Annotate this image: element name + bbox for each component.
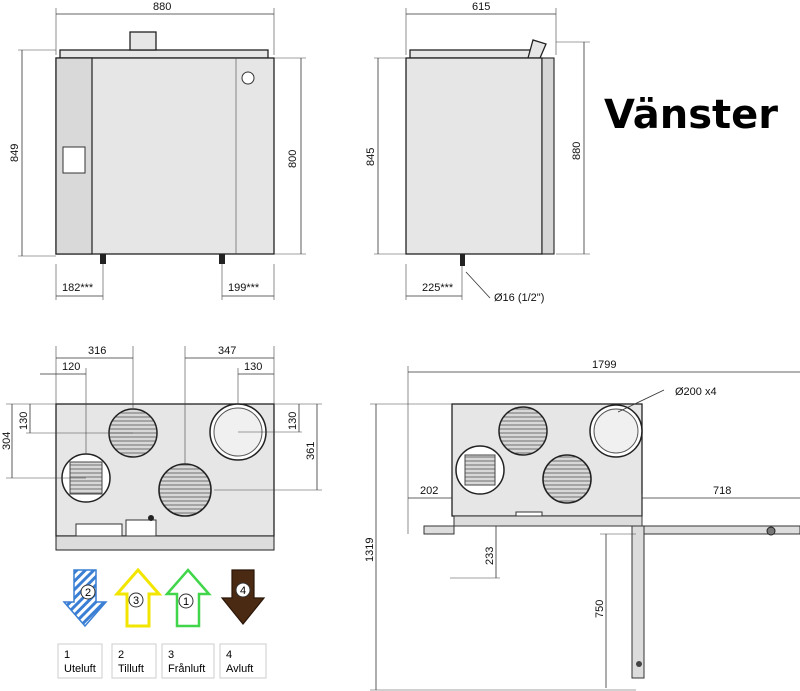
install-left-clearance-label: 202 — [420, 485, 438, 497]
front-left-offset-label: 182*** — [62, 282, 94, 294]
top-view: 316 120 347 130 304 130 361 130 — [1, 345, 322, 551]
front-height-body-label: 800 — [287, 150, 299, 168]
legend-circle-2: 3 — [133, 595, 139, 607]
legend-num-3: 3 — [168, 649, 174, 661]
side-height-total-label: 880 — [571, 142, 583, 160]
title: Vänster — [604, 92, 778, 138]
legend-num-2: 2 — [118, 649, 124, 661]
side-view: 615 845 880 225*** Ø16 (1/2") — [365, 1, 590, 304]
side-offset-label: 225*** — [422, 282, 454, 294]
legend-arrow-avluft: 4 — [220, 569, 266, 625]
front-view: 880 849 800 182*** 199*** — [9, 1, 306, 300]
install-leg-height-label: 750 — [594, 600, 606, 618]
top-offset-left-label: 130 — [18, 412, 30, 430]
legend-arrow-franluft: 1 — [164, 568, 212, 628]
top-left-spacing-label: 316 — [88, 345, 106, 357]
top-right-spacing-label: 347 — [218, 345, 236, 357]
legend-arrow-tilluft: 3 — [113, 567, 163, 628]
install-leg-gap-label: 233 — [484, 547, 496, 565]
top-offset-right-label: 130 — [287, 412, 299, 430]
front-height-total-label: 849 — [9, 144, 21, 162]
front-right-offset-label: 199*** — [228, 282, 260, 294]
legend-arrow-uteluft: 2 — [62, 569, 108, 628]
install-ducts-label: Ø200 x4 — [675, 386, 717, 398]
install-right-clearance-label: 718 — [713, 485, 731, 497]
top-height-right-label: 361 — [305, 442, 317, 460]
legend-circle-4: 4 — [240, 585, 246, 597]
front-width-label: 880 — [153, 1, 171, 13]
legend-label-4: Avluft — [226, 663, 253, 675]
installation-view: 1799 Ø200 x4 202 718 1319 233 750 — [364, 359, 800, 691]
legend-num-4: 4 — [226, 649, 232, 661]
side-drain-label: Ø16 (1/2") — [494, 292, 544, 304]
legend-circle-1: 2 — [85, 587, 91, 599]
top-left-inset-label: 120 — [62, 361, 80, 373]
install-total-height-label: 1319 — [364, 538, 376, 562]
airflow-legend: 2 3 1 4 1 Uteluft 2 Tilluft 3 Frånluft 4… — [57, 567, 267, 679]
legend-label-1: Uteluft — [64, 663, 96, 675]
top-height-left-label: 304 — [1, 432, 13, 450]
legend-num-1: 1 — [64, 649, 70, 661]
legend-label-3: Frånluft — [168, 663, 205, 675]
side-width-label: 615 — [472, 1, 490, 13]
top-right-inset-label: 130 — [244, 361, 262, 373]
legend-circle-3: 1 — [183, 596, 189, 608]
side-height-body-label: 845 — [365, 148, 377, 166]
install-total-width-label: 1799 — [592, 359, 616, 371]
legend-label-2: Tilluft — [118, 663, 144, 675]
